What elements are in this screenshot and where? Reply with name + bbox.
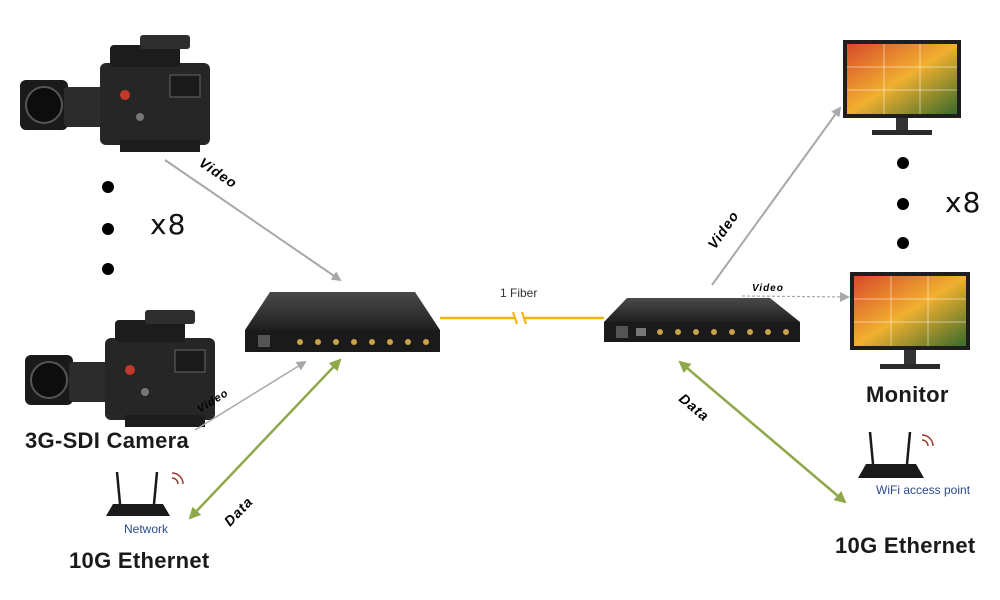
ellipsis-dot <box>102 263 114 275</box>
data-arrow <box>188 358 342 520</box>
receiver-icon <box>604 298 800 342</box>
network-label: Network <box>124 522 169 536</box>
video-arrow <box>741 291 850 302</box>
monitor-icon <box>843 40 961 135</box>
monitor-count: x8 <box>945 186 982 219</box>
camera-icon <box>20 35 210 152</box>
data-arrow <box>678 360 847 504</box>
ellipsis-dot <box>897 237 909 249</box>
ethernet-label-left: 10G Ethernet <box>69 548 210 573</box>
video-arrow <box>711 106 842 286</box>
router-icon <box>858 431 934 478</box>
data-arrow-label: Data <box>676 390 713 424</box>
monitor-label: Monitor <box>866 382 949 407</box>
camera-label: 3G-SDI Camera <box>25 428 190 453</box>
monitor-icon <box>850 272 970 369</box>
ellipsis-dot <box>897 157 909 169</box>
video-arrow-label: Video <box>704 208 742 252</box>
ellipsis-dot <box>102 223 114 235</box>
camera-count: x8 <box>150 208 187 241</box>
transmitter-icon <box>245 292 440 352</box>
fiber-label: 1 Fiber <box>500 286 538 300</box>
camera-icon <box>25 310 215 427</box>
video-arrow <box>164 159 342 282</box>
ethernet-label-right: 10G Ethernet <box>835 533 976 558</box>
data-arrow-label: Data <box>221 493 256 529</box>
wifi-label: WiFi access point <box>876 483 971 497</box>
video-arrow-label: Video <box>752 283 784 294</box>
ellipsis-dot <box>897 198 909 210</box>
fiber-link <box>440 311 604 325</box>
ellipsis-dot <box>102 181 114 193</box>
router-icon <box>106 471 184 516</box>
